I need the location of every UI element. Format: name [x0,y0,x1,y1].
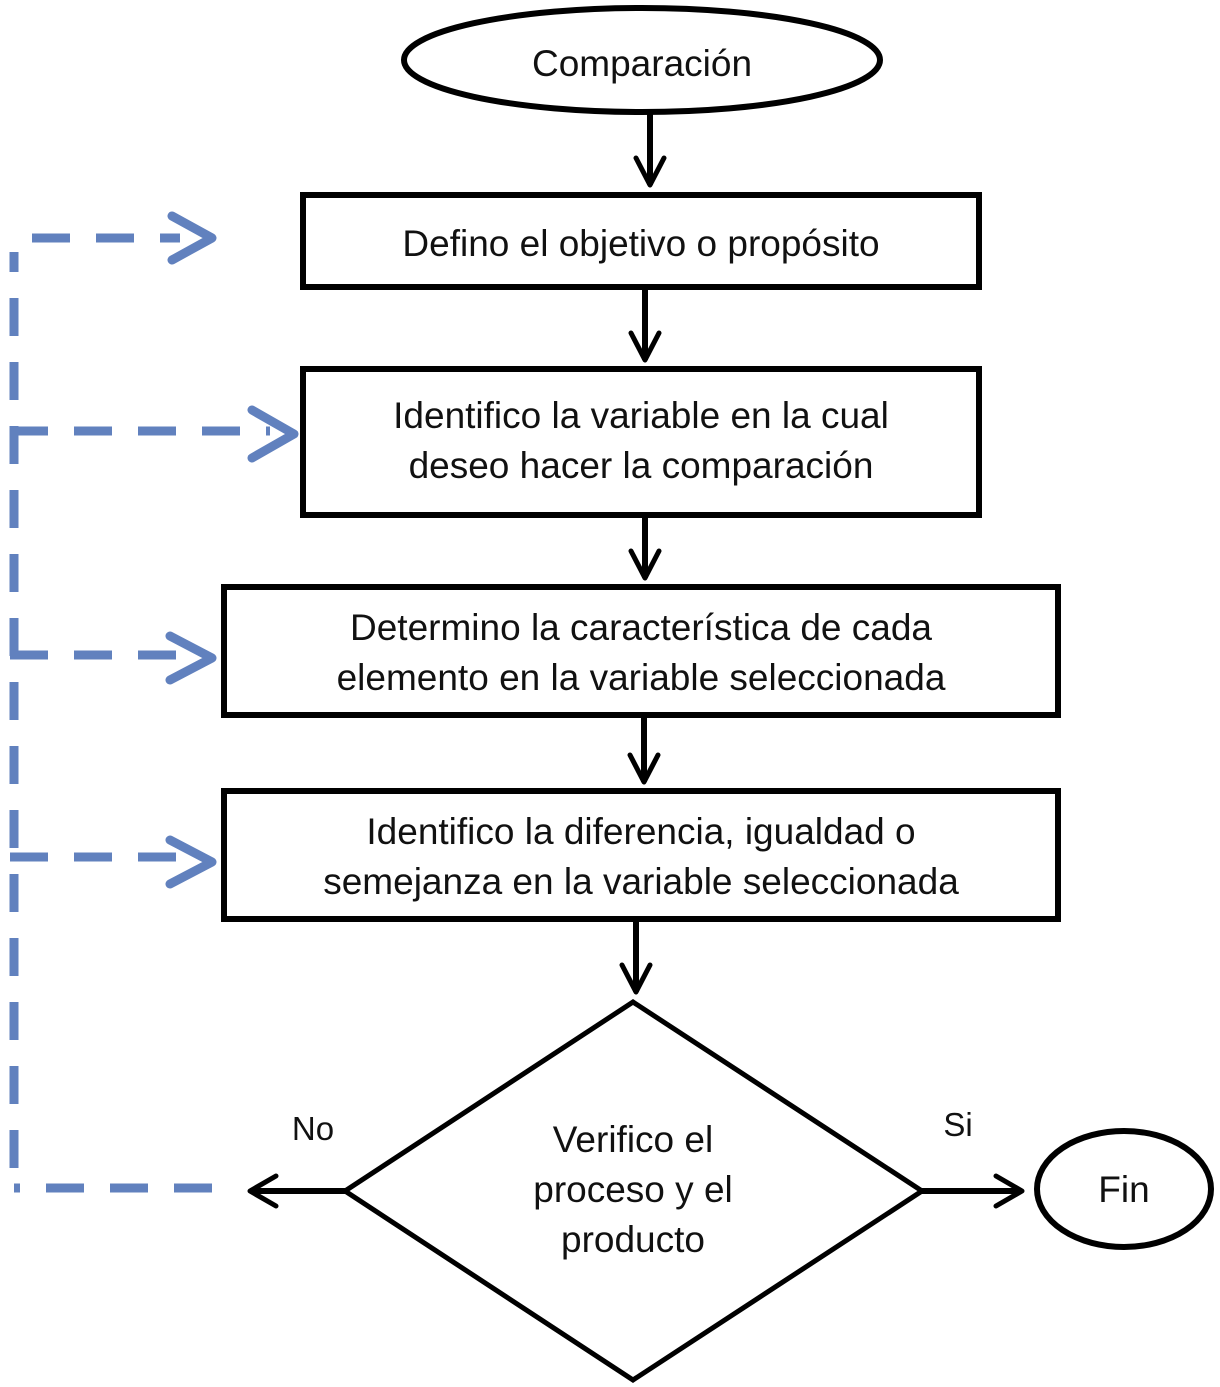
start-ellipse [401,5,883,115]
step-4-line-1: Identifico la diferencia, igualdad o [366,811,915,852]
step-4-box [221,788,1061,922]
feedback-arrowhead-step-1 [167,211,217,265]
flow-arrow-decision-yes [922,1173,1025,1209]
flow-arrow-decision-no [247,1173,345,1209]
step-3-box [221,584,1061,718]
step-4: Identifico la diferencia, igualdad o sem… [221,788,1061,922]
flow-arrow-step2-to-step3 [628,515,662,581]
step-3: Determino la característica de cada elem… [221,584,1061,718]
end-node: Fin [1034,1128,1214,1250]
step-2: Identifico la variable en la cual deseo … [300,366,982,518]
step-2-line-1: Identifico la variable en la cual [393,395,889,436]
end-label: Fin [1098,1169,1149,1210]
decision-line-3: producto [561,1219,705,1260]
step-3-line-2: elemento en la variable seleccionada [337,657,946,698]
decision-no-label: No [292,1110,334,1147]
step-1-line-1: Defino el objetivo o propósito [402,223,879,264]
end-ellipse [1034,1128,1214,1250]
decision-diamond [340,999,927,1383]
decision-node: Verifico el proceso y el producto [340,999,927,1383]
start-label: Comparación [532,43,752,84]
step-4-line-2: semejanza en la variable seleccionada [323,861,959,902]
feedback-arrowhead-step-2 [247,405,299,463]
flow-arrow-start-to-step1 [633,112,667,188]
step-3-line-1: Determino la característica de cada [350,607,932,648]
start-node: Comparación [401,5,883,115]
step-1-box [300,192,982,290]
decision-line-2: proceso y el [533,1169,733,1210]
step-2-line-2: deseo hacer la comparación [409,445,874,486]
feedback-loop [9,211,299,1193]
step-1: Defino el objetivo o propósito [300,192,982,290]
step-2-box [300,366,982,518]
flow-arrow-step4-to-decision [619,919,653,995]
feedback-arrowhead-step-4 [165,835,217,889]
feedback-arrowhead-step-3 [165,631,217,685]
decision-line-1: Verifico el [553,1119,713,1160]
flow-arrow-step3-to-step4 [627,715,661,785]
decision-yes-label: Si [943,1106,972,1143]
flow-arrow-step1-to-step2 [628,287,662,363]
